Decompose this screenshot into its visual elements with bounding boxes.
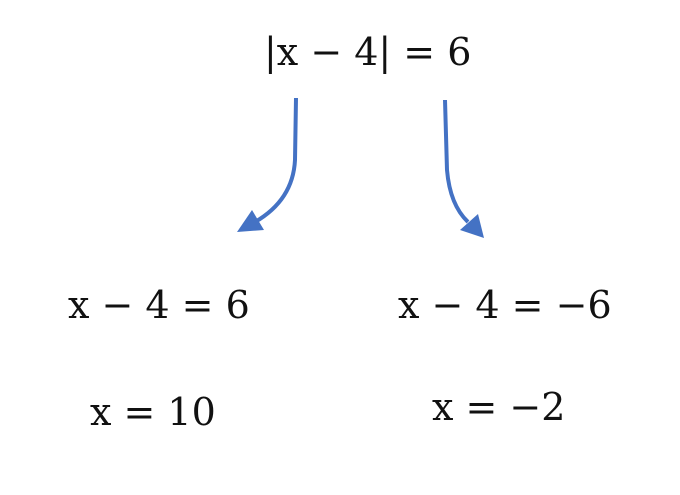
left-arrowhead [237,210,264,232]
right-result-equation: x = −2 [432,385,566,429]
right-arrowhead [460,214,484,238]
left-arrow [253,97,298,224]
left-step-equation: x − 4 = 6 [68,283,250,327]
right-step-equation: x − 4 = −6 [398,283,612,327]
left-result-equation: x = 10 [90,390,216,434]
right-arrow [443,99,470,224]
top-equation: |x − 4| = 6 [264,30,472,74]
